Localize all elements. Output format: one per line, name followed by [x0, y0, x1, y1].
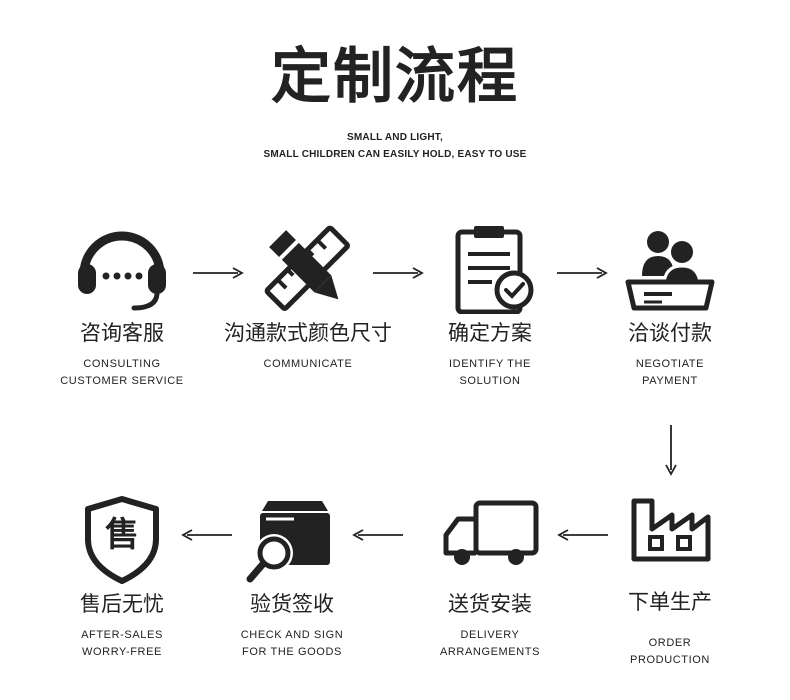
- shield-after-sales-icon: 售: [72, 495, 172, 585]
- clipboard-check-icon: [440, 224, 540, 314]
- step-title: 沟通款式颜色尺寸: [224, 321, 392, 345]
- truck-icon: [440, 495, 540, 585]
- step-title: 验货签收: [250, 592, 334, 616]
- subtitle-line-2: SMALL CHILDREN CAN EASILY HOLD, EASY TO …: [263, 149, 527, 160]
- pencil-ruler-icon: [258, 224, 358, 314]
- arrow-left-icon: [181, 528, 233, 542]
- step-communicate: 沟通款式颜色尺寸 COMMUNICATE: [223, 224, 393, 373]
- step-title: 洽谈付款: [628, 321, 712, 345]
- factory-icon: [620, 493, 720, 583]
- shield-glyph: 售: [105, 515, 139, 555]
- arrow-right-icon: [192, 266, 244, 280]
- headset-icon: [72, 224, 172, 314]
- step-title: 售后无忧: [80, 592, 164, 616]
- arrow-down-icon: [664, 424, 678, 476]
- arrow-left-icon: [557, 528, 609, 542]
- subtitle-line-1: SMALL AND LIGHT,: [347, 132, 443, 143]
- step-title: 送货安装: [448, 592, 532, 616]
- arrow-right-icon: [372, 266, 424, 280]
- step-title: 下单生产: [628, 590, 712, 614]
- step-subtitle: COMMUNICATE: [263, 358, 353, 370]
- page-title: 定制流程: [271, 42, 519, 112]
- box-magnifier-icon: [242, 495, 342, 585]
- step-title: 确定方案: [448, 321, 532, 345]
- arrow-right-icon: [556, 266, 608, 280]
- negotiation-people-icon: [620, 224, 720, 314]
- arrow-left-icon: [352, 528, 404, 542]
- step-title: 咨询客服: [80, 321, 164, 345]
